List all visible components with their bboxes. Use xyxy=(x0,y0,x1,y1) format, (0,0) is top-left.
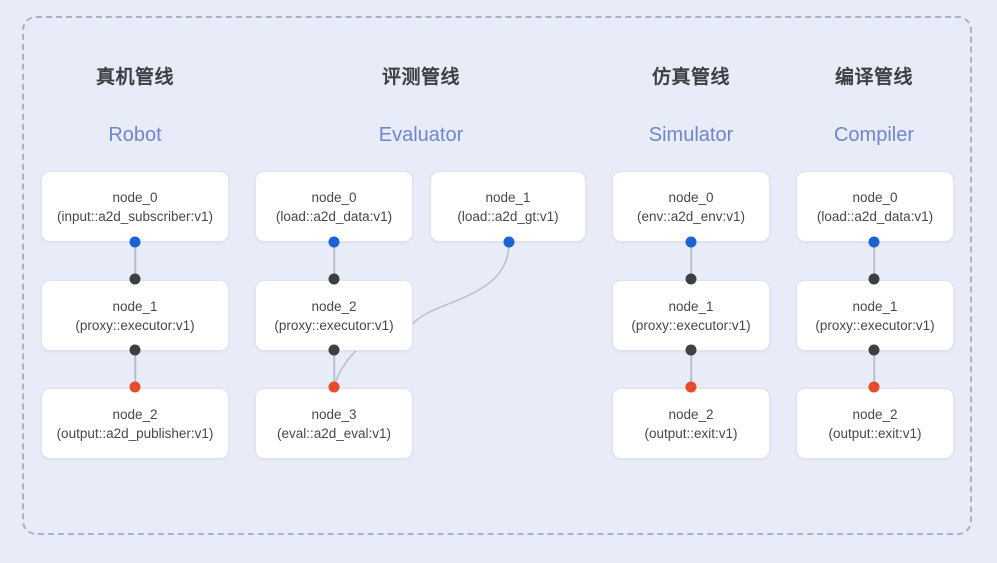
node-type: (output::exit:v1) xyxy=(644,425,738,441)
node-compiler-1[interactable]: node_1 (proxy::executor:v1) xyxy=(796,280,954,351)
port-input-dot-robot-1[interactable] xyxy=(129,273,141,285)
node-type: (load::a2d_data:v1) xyxy=(275,208,393,224)
port-input-dot-evaluator-2[interactable] xyxy=(328,273,340,285)
node-simulator-0[interactable]: node_0 (env::a2d_env:v1) xyxy=(612,171,770,242)
edge-compiler-0-1 xyxy=(873,241,875,281)
column-title-cn-robot: 真机管线 xyxy=(95,67,174,88)
node-type: (proxy::executor:v1) xyxy=(274,317,394,333)
port-output-dot-simulator-1[interactable] xyxy=(685,344,697,356)
column-title-cn-compiler: 编译管线 xyxy=(834,67,913,88)
port-output-dot-simulator-0[interactable] xyxy=(685,236,697,248)
port-output-dot-robot-1[interactable] xyxy=(129,344,141,356)
edge-evaluator-2-3 xyxy=(333,350,335,388)
node-type: (output::exit:v1) xyxy=(828,425,922,441)
node-name: node_2 xyxy=(311,298,357,314)
port-output-dot-evaluator-2[interactable] xyxy=(328,344,340,356)
column-title-cn-simulator: 仿真管线 xyxy=(651,67,730,88)
pipeline-container-frame xyxy=(22,16,972,535)
node-name: node_0 xyxy=(668,189,714,205)
node-name: node_1 xyxy=(112,298,158,314)
port-output-dot-compiler-1[interactable] xyxy=(868,344,880,356)
node-name: node_1 xyxy=(668,298,714,314)
port-input-dot-compiler-2[interactable] xyxy=(868,381,880,393)
edge-robot-1-2 xyxy=(134,350,136,388)
port-input-dot-compiler-1[interactable] xyxy=(868,273,880,285)
node-name: node_3 xyxy=(311,406,357,422)
port-output-dot-evaluator-gt[interactable] xyxy=(503,236,515,248)
node-type: (proxy::executor:v1) xyxy=(631,317,751,333)
node-evaluator-2[interactable]: node_2 (proxy::executor:v1) xyxy=(255,280,413,351)
node-name: node_2 xyxy=(852,406,898,422)
node-evaluator-3[interactable]: node_3 (eval::a2d_eval:v1) xyxy=(255,388,413,459)
column-title-en-robot: Robot xyxy=(108,124,162,146)
node-compiler-2[interactable]: node_2 (output::exit:v1) xyxy=(796,388,954,459)
node-evaluator-0[interactable]: node_0 (load::a2d_data:v1) xyxy=(255,171,413,242)
node-robot-1[interactable]: node_1 (proxy::executor:v1) xyxy=(41,280,229,351)
node-type: (load::a2d_gt:v1) xyxy=(457,208,559,224)
node-name: node_2 xyxy=(668,406,714,422)
node-name: node_2 xyxy=(112,406,158,422)
port-input-dot-simulator-1[interactable] xyxy=(685,273,697,285)
node-robot-2[interactable]: node_2 (output::a2d_publisher:v1) xyxy=(41,388,229,459)
node-evaluator-gt[interactable]: node_1 (load::a2d_gt:v1) xyxy=(430,171,586,242)
node-compiler-0[interactable]: node_0 (load::a2d_data:v1) xyxy=(796,171,954,242)
edge-robot-0-1 xyxy=(134,241,136,281)
node-simulator-1[interactable]: node_1 (proxy::executor:v1) xyxy=(612,280,770,351)
port-input-dot-robot-2[interactable] xyxy=(129,381,141,393)
node-robot-0[interactable]: node_0 (input::a2d_subscriber:v1) xyxy=(41,171,229,242)
port-output-dot-robot-0[interactable] xyxy=(129,236,141,248)
node-name: node_0 xyxy=(311,189,357,205)
port-input-dot-evaluator-3[interactable] xyxy=(328,381,340,393)
column-title-cn-evaluator: 评测管线 xyxy=(381,67,460,88)
port-output-dot-evaluator-0[interactable] xyxy=(328,236,340,248)
port-input-dot-simulator-2[interactable] xyxy=(685,381,697,393)
edge-evaluator-0-2 xyxy=(333,241,335,281)
column-title-en-compiler: Compiler xyxy=(833,124,915,146)
edge-simulator-0-1 xyxy=(690,241,692,281)
node-name: node_1 xyxy=(485,189,531,205)
port-output-dot-compiler-0[interactable] xyxy=(868,236,880,248)
node-type: (env::a2d_env:v1) xyxy=(636,208,746,224)
column-title-en-evaluator: Evaluator xyxy=(378,124,464,146)
node-name: node_1 xyxy=(852,298,898,314)
edge-compiler-1-2 xyxy=(873,350,875,388)
node-type: (proxy::executor:v1) xyxy=(75,317,195,333)
column-title-en-simulator: Simulator xyxy=(648,124,734,146)
node-type: (output::a2d_publisher:v1) xyxy=(56,425,214,441)
node-type: (proxy::executor:v1) xyxy=(815,317,935,333)
node-type: (input::a2d_subscriber:v1) xyxy=(56,208,214,224)
node-type: (eval::a2d_eval:v1) xyxy=(276,425,392,441)
node-simulator-2[interactable]: node_2 (output::exit:v1) xyxy=(612,388,770,459)
edge-simulator-1-2 xyxy=(690,350,692,388)
node-name: node_0 xyxy=(852,189,898,205)
node-name: node_0 xyxy=(112,189,158,205)
node-type: (load::a2d_data:v1) xyxy=(816,208,934,224)
